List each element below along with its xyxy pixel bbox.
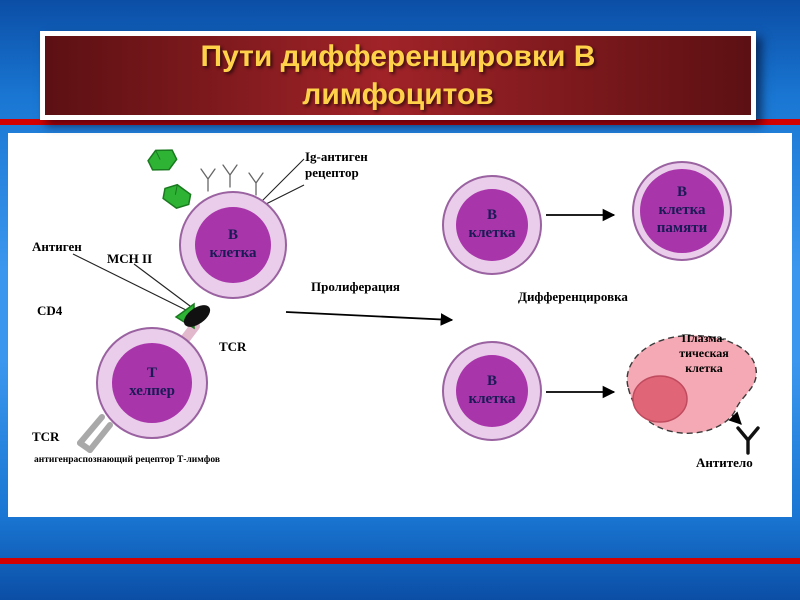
b-cell-bottom-right-cytoplasm: [456, 355, 528, 427]
b-cell-top-right: В клетка: [442, 175, 542, 275]
antibody-y-icon: [736, 426, 760, 455]
t-helper-cell: Т хелпер: [96, 327, 208, 439]
proliferation-label: Пролиферация: [311, 279, 400, 294]
ig-receptor-label-line2: рецептор: [305, 164, 359, 180]
plasma-cell: [626, 334, 757, 434]
differentiation-label: Дифференцировка: [518, 289, 628, 304]
b-cell-top-right-label-line1: В: [486, 207, 497, 224]
b-cell-left-cytoplasm: [195, 207, 271, 283]
b-cell-left: В клетка: [179, 191, 287, 299]
t-helper-label-line1: Т: [146, 365, 157, 382]
b-cell-top-right-cytoplasm: [456, 189, 528, 261]
antigen-icon: [147, 149, 192, 209]
b-cell-left-label-line2: клетка: [209, 245, 257, 261]
memory-b-cell-label-line3: памяти: [656, 219, 708, 236]
t-helper-label-line2: хелпер: [129, 383, 175, 399]
plasma-cell-label: Плазма- тическая клетка: [654, 331, 754, 376]
plasma-cell-label-line2: тическая: [679, 346, 729, 360]
b-cell-top-right-label-line2: клетка: [468, 225, 516, 241]
t-helper-label: Т хелпер: [98, 329, 206, 437]
b-cell-bottom-right-label-line2: клетка: [468, 391, 516, 407]
b-cell-bottom-right-label: В клетка: [444, 343, 540, 439]
slide-title-line2: лимфоцитов: [302, 77, 494, 111]
mhc-tcr-junction-icon: [174, 302, 211, 330]
memory-b-cell-label: В клетка памяти: [634, 163, 730, 259]
tcr-label-lower: TCR: [32, 429, 60, 444]
proliferation-arrow: [285, 311, 454, 326]
b-cell-left-label-line1: В: [227, 227, 238, 244]
memory-b-cell-label-line1: В: [676, 184, 687, 201]
slide-title-line1: Пути дифференцировки В: [200, 39, 596, 73]
memory-b-cell-cytoplasm: [640, 169, 724, 253]
title-banner: Пути дифференцировки В лимфоцитов: [40, 31, 756, 120]
tcr-caption: антигенраспознающий рецептор Т-лимфов: [34, 455, 220, 465]
cd4-label: CD4: [37, 303, 63, 318]
ig-receptor-label-line1: Ig-антиген: [305, 149, 368, 164]
t-helper-cytoplasm: [112, 343, 192, 423]
antigen-label: Антиген: [32, 239, 82, 254]
b-cell-top-right-label: В клетка: [444, 177, 540, 273]
b-cell-bottom-right: В клетка: [442, 341, 542, 441]
top-red-divider: [0, 119, 800, 125]
tcr-label-upper: TCR: [219, 339, 247, 354]
bottom-red-divider: [0, 558, 800, 564]
b-cell-bottom-right-label-line1: В: [486, 373, 497, 390]
plasma-cell-label-line3: клетка: [685, 361, 723, 375]
memory-b-cell: В клетка памяти: [632, 161, 732, 261]
memory-b-cell-label-line2: клетка: [658, 202, 706, 219]
ig-receptor-label: Ig-антиген рецептор: [305, 149, 368, 180]
antibody-label: Антитело: [696, 455, 753, 470]
b-cell-left-label: В клетка: [181, 193, 285, 297]
diagram-canvas: Ig-антиген рецептор Антиген MCH II CD4 T…: [8, 133, 792, 517]
mch2-label: MCH II: [107, 251, 153, 266]
plasma-cell-label-line1: Плазма-: [681, 331, 727, 345]
